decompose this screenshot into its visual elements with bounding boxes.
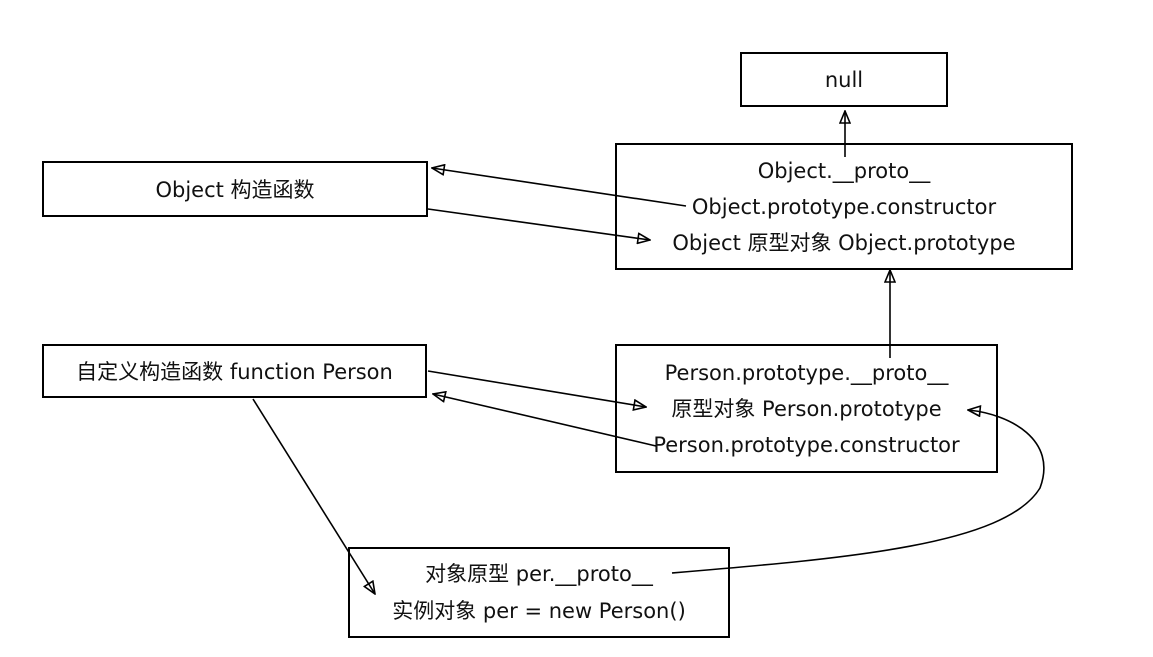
instance-box: 对象原型 per.__proto__ 实例对象 per = new Person… <box>348 547 730 638</box>
object-prototype-constructor-label: Object.prototype.constructor <box>691 194 997 219</box>
object-prototype-object-label: Object 原型对象 Object.prototype <box>672 230 1016 255</box>
person-prototype-box: Person.prototype.__proto__ 原型对象 Person.p… <box>615 344 998 473</box>
arrow-person-constructor-to-person-prototype <box>427 370 646 407</box>
instance-object-label: 实例对象 per = new Person() <box>392 598 686 623</box>
object-prototype-box: Object.__proto__ Object.prototype.constr… <box>615 143 1073 270</box>
person-constructor-box: 自定义构造函数 function Person <box>42 344 427 398</box>
object-constructor-label: Object 构造函数 <box>155 178 315 202</box>
null-label: null <box>824 67 864 92</box>
null-box: null <box>740 52 948 107</box>
object-proto-label: Object.__proto__ <box>757 158 931 183</box>
person-prototype-label: 原型对象 Person.prototype <box>671 396 942 421</box>
person-prototype-proto-label: Person.prototype.__proto__ <box>664 360 949 385</box>
person-prototype-constructor-label: Person.prototype.constructor <box>653 432 960 457</box>
instance-proto-label: 对象原型 per.__proto__ <box>425 561 653 586</box>
object-constructor-box: Object 构造函数 <box>42 161 428 217</box>
person-constructor-label: 自定义构造函数 function Person <box>76 360 393 384</box>
